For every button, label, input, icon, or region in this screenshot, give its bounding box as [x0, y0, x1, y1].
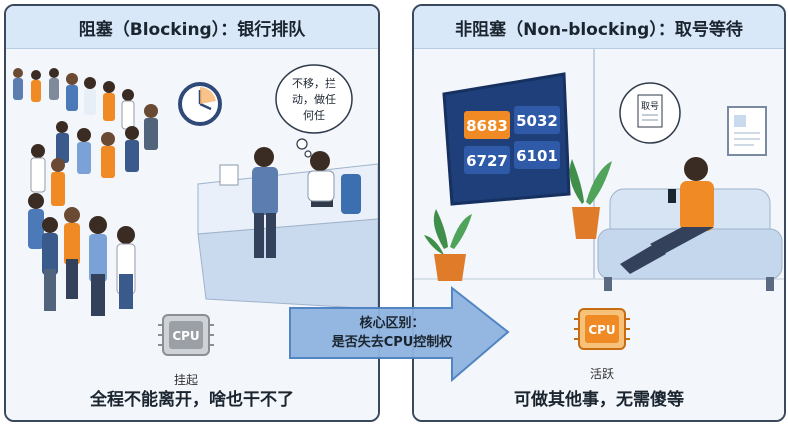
arrow-text-line2: 是否失去CPU控制权 [292, 333, 492, 352]
arrow-text-line1: 核心区别： [292, 314, 492, 333]
